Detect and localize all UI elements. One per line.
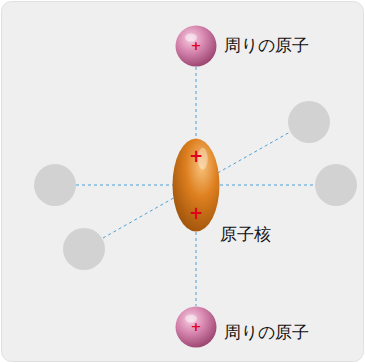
bond-line [196, 67, 197, 138]
charge-sign: + [191, 39, 202, 54]
nucleus-body [173, 139, 220, 232]
node-label: 原子核 [220, 225, 271, 245]
neighbor-atom [315, 164, 357, 206]
atom-body [176, 26, 217, 67]
neighbor-atom [34, 164, 76, 206]
atom-body [176, 307, 217, 348]
bond-line [196, 232, 197, 306]
node-label: 周りの原子 [224, 323, 309, 343]
neighbor-atom [63, 228, 105, 270]
neighbor-atom [288, 101, 330, 143]
charge-sign: + [189, 147, 203, 167]
charge-sign: + [191, 320, 202, 335]
atom-node: +周りの原子 [175, 25, 217, 67]
bond-line [103, 132, 290, 238]
atom-node: +周りの原子 [175, 306, 217, 348]
nucleus-node: ++原子核 [172, 138, 220, 232]
charge-sign: + [189, 204, 203, 224]
node-label: 周りの原子 [224, 36, 309, 56]
